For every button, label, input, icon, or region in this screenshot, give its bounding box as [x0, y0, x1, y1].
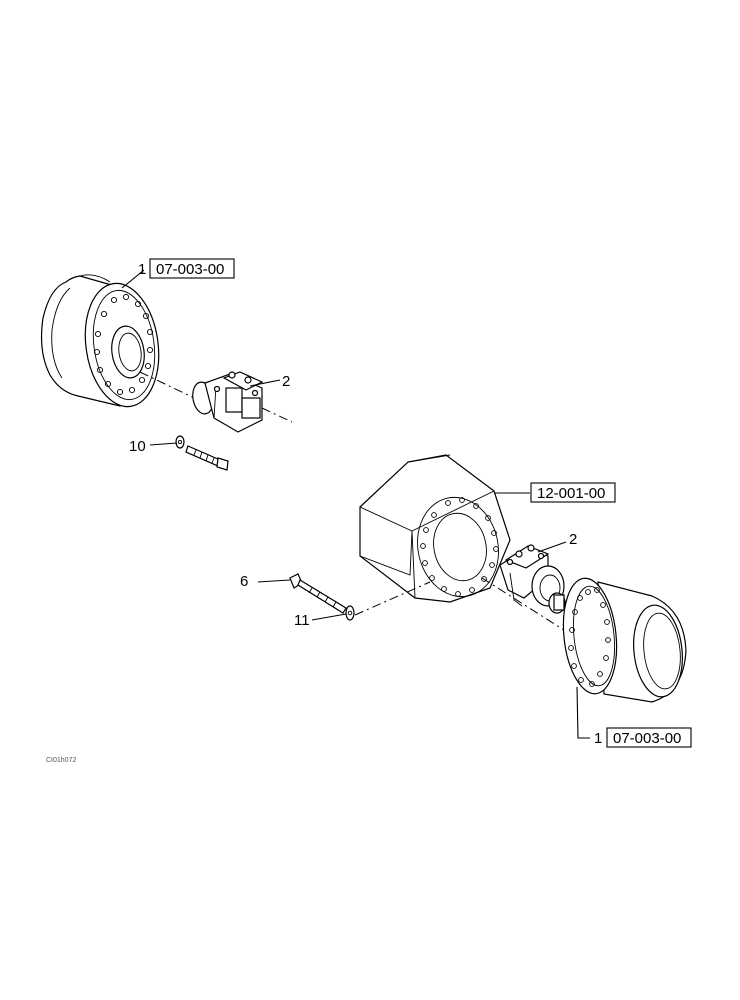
lower-hydraulic-motor	[499, 544, 566, 614]
lower-drive-item-number: 1	[594, 730, 602, 747]
top-drive-item-number: 1	[138, 261, 146, 278]
lower-drive-bolt-holes	[568, 587, 611, 687]
frame-bolt-holes	[420, 497, 499, 597]
lower-drive-ref-box	[606, 727, 692, 748]
top-bolt-item-number: 10	[129, 438, 146, 455]
track-frame	[359, 454, 511, 603]
top-final-drive	[40, 274, 160, 408]
top-drive-ref-number: 07-003-00	[156, 261, 224, 278]
top-motor-item-number: 2	[282, 373, 290, 390]
top-leader-lines	[121, 269, 281, 446]
lower-washer-item-number: 11	[294, 612, 310, 629]
lower-drive-ref-number: 07-003-00	[613, 730, 681, 747]
lower-motor-item-number: 2	[569, 531, 577, 548]
figure-code: CI01h072	[46, 757, 76, 764]
lower-washer	[345, 605, 355, 621]
lower-final-drive	[562, 577, 687, 703]
top-drive-bolt-holes	[93, 293, 154, 396]
top-hydraulic-motor	[192, 371, 264, 433]
top-drive-ref-box	[149, 258, 235, 279]
lower-leader-lines	[257, 492, 590, 739]
lower-bolt	[289, 573, 347, 614]
lower-bolt-item-number: 6	[240, 573, 248, 590]
frame-ref-box	[530, 482, 616, 503]
frame-ref-number: 12-001-00	[537, 485, 605, 502]
top-bolt-and-washer	[175, 435, 229, 471]
